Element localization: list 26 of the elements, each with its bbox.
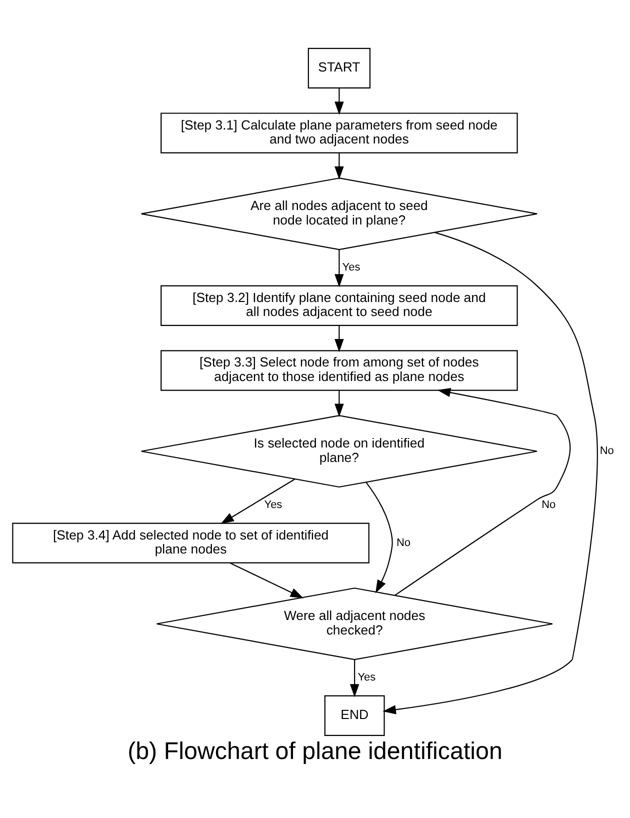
- arrow: [230, 562, 304, 598]
- node-diamond: Are all nodes adjacent to seed node located in plane?: [140, 177, 538, 250]
- arrow: [334, 325, 344, 352]
- node-box: START: [308, 47, 370, 88]
- node-box: [Step 3.3] Select node from among set of nodes adjacent to those identified as plane nodes: [160, 350, 518, 390]
- arrow: [334, 390, 344, 417]
- node-box: [Step 3.4] Add selected node to set of identified plane nodes: [12, 522, 370, 563]
- arrow: [220, 478, 295, 524]
- arrow: [334, 88, 344, 114]
- edge-label: Yes: [342, 260, 360, 273]
- node-box: [Step 3.1] Calculate plane parameters from seed node and two adjacent nodes: [160, 112, 518, 153]
- arrow: [350, 659, 360, 697]
- edge-label: Yes: [358, 670, 376, 683]
- arrow: [366, 481, 393, 593]
- edge-label: Yes: [264, 498, 282, 510]
- caption: (b) Flowchart of plane identification: [128, 738, 502, 765]
- edge-label: No: [600, 444, 614, 457]
- arrow: [382, 231, 598, 714]
- node-box: END: [324, 694, 385, 736]
- edge-label: No: [542, 498, 556, 510]
- arrow: [394, 387, 571, 596]
- arrow: [334, 152, 344, 180]
- arrow: [334, 249, 344, 287]
- node-diamond: Is selected node on identified plane?: [140, 414, 538, 488]
- node-box: [Step 3.2] Identify plane containing seed node and all nodes adjacent to seed node: [160, 284, 518, 326]
- edge-label: No: [396, 536, 411, 548]
